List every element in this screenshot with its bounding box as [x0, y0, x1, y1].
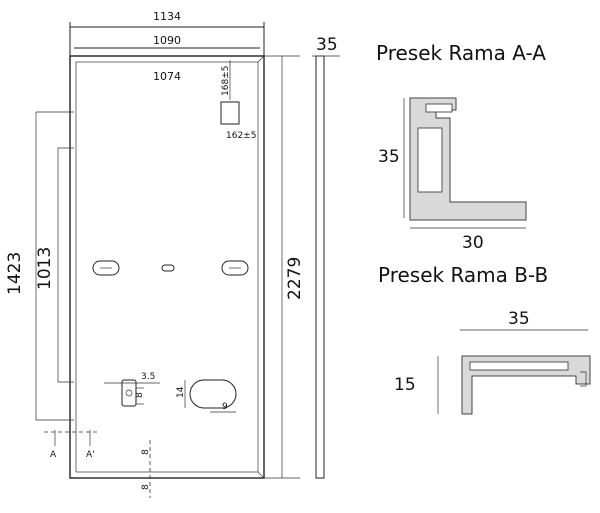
dim-hole-b: 8	[135, 392, 145, 398]
panel-front-view: 1134 1090 1074 168±5 162±5 1423 1013	[5, 10, 305, 498]
dim-ground-b: 8	[141, 484, 151, 490]
dim-hole-c: 14	[176, 386, 186, 398]
section-aa: Presek Rama A-A 35 30	[376, 41, 546, 253]
dim-hole-d: 9	[222, 402, 228, 412]
dim-ground-a: 8	[141, 449, 151, 455]
section-bb-slot	[469, 361, 569, 371]
dim-hole-a: 3.5	[141, 372, 155, 382]
dim-inner-width: 1074	[153, 70, 181, 83]
section-mark-a-prime: A'	[86, 450, 95, 460]
dim-bracket-inner	[57, 147, 74, 383]
dim-bracket-outer	[35, 111, 74, 421]
junction-box	[220, 101, 240, 125]
mounting-slot-left	[92, 260, 120, 276]
dim-jbox-width: 162±5	[226, 131, 256, 141]
hole-detail-left	[104, 379, 160, 407]
section-aa-lip	[425, 103, 453, 113]
panel-side-frame	[264, 55, 283, 479]
section-bb: Presek Rama B-B 35 15	[378, 263, 591, 415]
section-aa-title: Presek Rama A-A	[376, 41, 546, 65]
dim-jbox-top: 168±5	[221, 66, 231, 96]
mounting-slot-center	[161, 264, 175, 272]
panel-outer-frame	[69, 55, 265, 479]
dim-frame-thickness: 35	[316, 35, 338, 55]
dim-height-a: 1423	[5, 252, 25, 295]
side-profile-bar	[315, 55, 325, 479]
section-bb-profile	[461, 355, 591, 415]
section-aa-chamber	[417, 127, 443, 193]
hole-detail-right	[184, 379, 237, 413]
frame-corner-lines	[257, 55, 265, 479]
section-aa-width: 30	[462, 233, 484, 253]
section-bb-height: 15	[394, 375, 416, 395]
section-bb-title: Presek Rama B-B	[378, 263, 548, 287]
dim-overall-height: 2279	[285, 257, 305, 300]
section-bb-width: 35	[508, 309, 530, 329]
mounting-slot-right	[221, 260, 249, 276]
panel-side-view: 35	[312, 35, 340, 479]
panel-inner-frame	[75, 61, 259, 473]
dim-overall-width: 1134	[153, 10, 181, 23]
section-mark-a: A	[50, 450, 57, 460]
section-bb-hook	[580, 371, 587, 387]
dim-height-b: 1013	[35, 247, 55, 290]
dim-frame-width: 1090	[153, 34, 181, 47]
section-aa-height: 35	[378, 147, 400, 167]
